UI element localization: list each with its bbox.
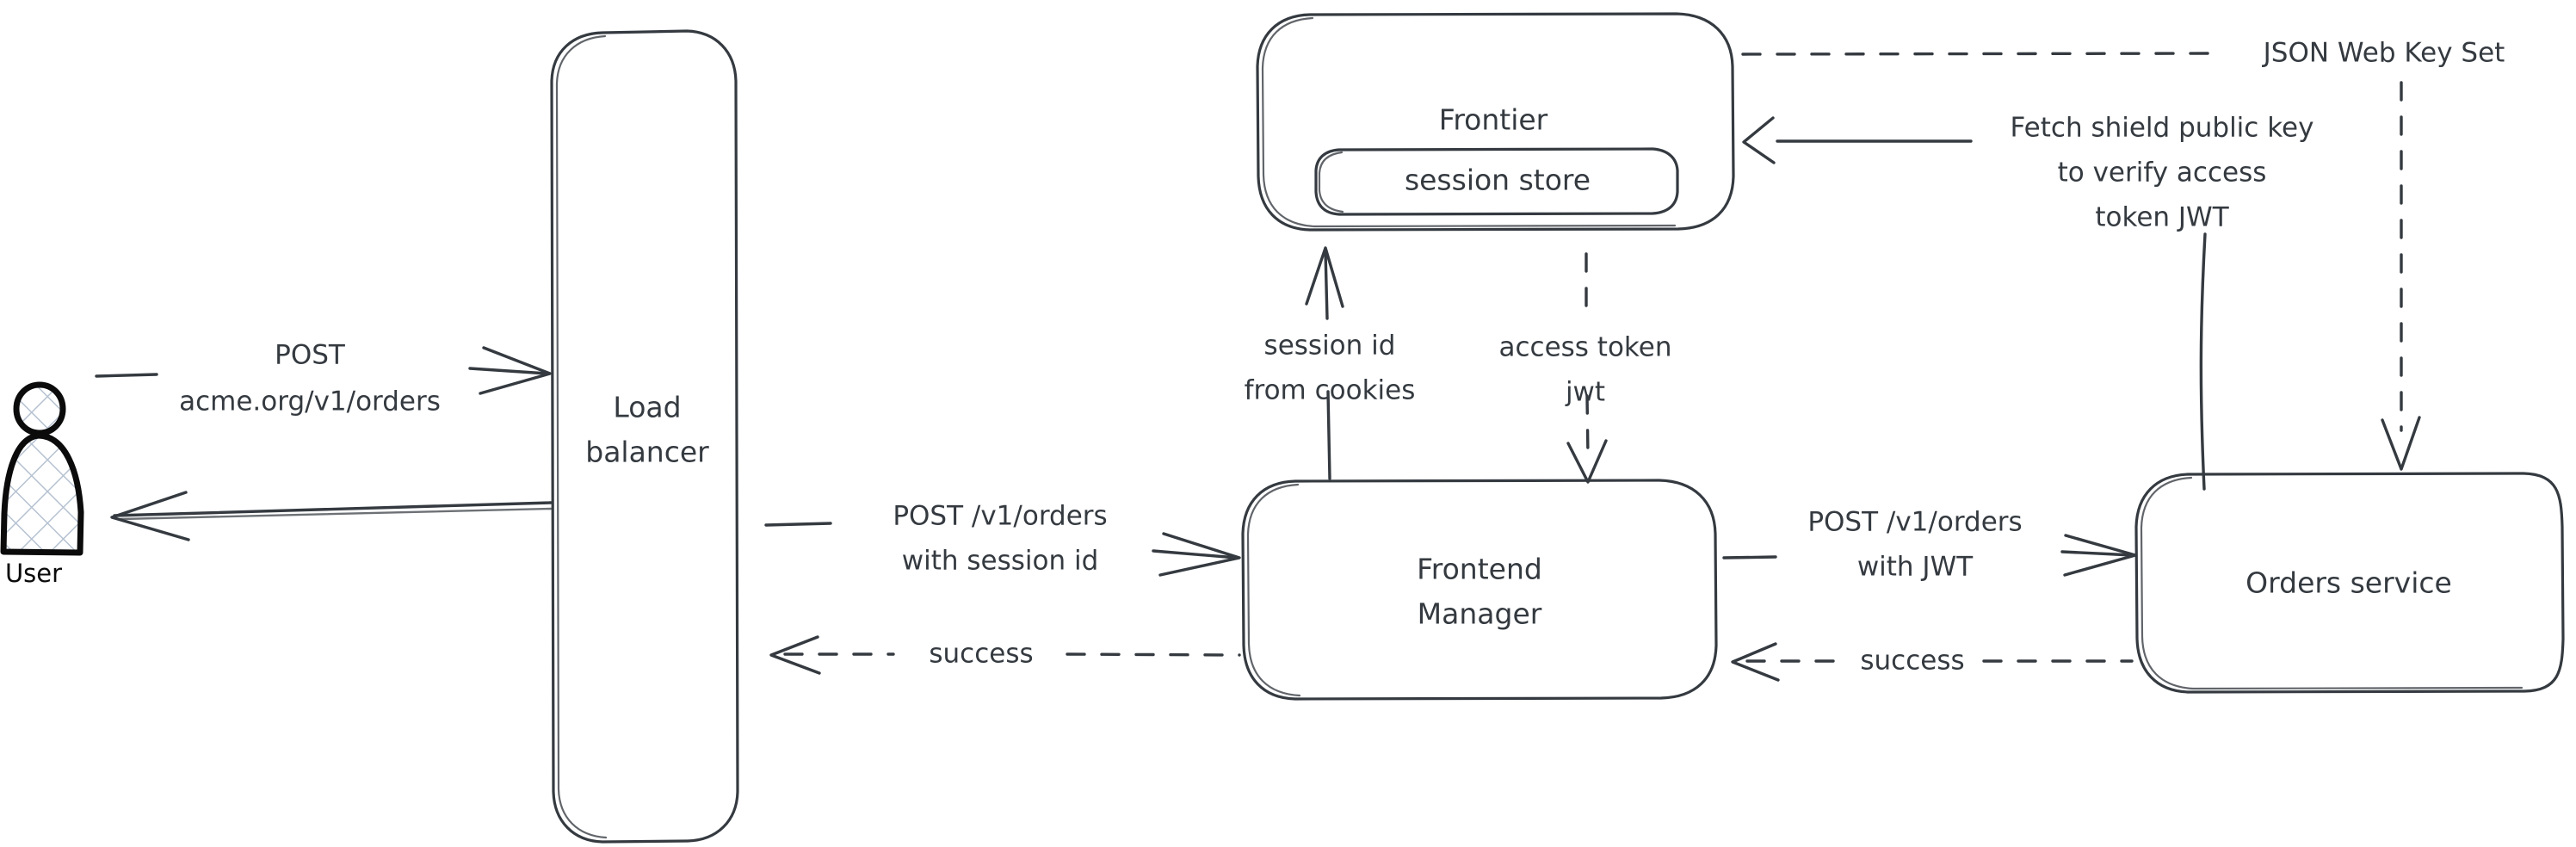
lb-to-fm-label-line2: with session id: [902, 546, 1099, 577]
load-balancer-box: [550, 29, 739, 844]
orders-to-frontier-label-line1: Fetch shield public key: [2011, 113, 2314, 144]
edge-frontend-manager-to-orders: POST /v1/orders with JWT: [1722, 507, 2137, 583]
fm-to-lb-arrowhead: [769, 635, 821, 675]
fm-to-lb-label: success: [929, 639, 1033, 670]
session-store-box: [1314, 147, 1679, 216]
node-user[interactable]: User: [0, 381, 84, 588]
fm-to-orders-line-end: [2060, 550, 2134, 557]
fm-to-frontier-line-lower: [1326, 390, 1331, 480]
edge-frontend-manager-to-lb: success: [769, 635, 1241, 675]
fm-to-frontier-label-line1: session id: [1264, 331, 1396, 362]
frontier-to-fm-label-line2: jwt: [1565, 377, 1605, 408]
frontier-to-fm-dashed-lower: [1585, 394, 1590, 458]
node-session-store[interactable]: session store: [1314, 147, 1679, 216]
lb-to-fm-arrowhead: [1158, 532, 1241, 577]
frontend-manager-label-line2: Manager: [1418, 597, 1542, 631]
lb-to-user-line-sketch: [119, 507, 553, 521]
user-to-lb-label-line2: acme.org/v1/orders: [179, 386, 441, 417]
frontier-to-orders-dashed-horizontal: [1741, 52, 2215, 56]
user-to-lb-line-end: [468, 367, 549, 375]
load-balancer-box-sketch: [555, 34, 608, 839]
orders-service-label: Orders service: [2246, 566, 2452, 600]
frontier-to-orders-arrowhead: [2381, 416, 2421, 471]
frontier-to-fm-label-line1: access token: [1498, 332, 1671, 363]
orders-to-fm-label: success: [1860, 646, 1964, 677]
orders-to-fm-arrowhead: [1731, 642, 1780, 682]
edge-user-to-load-balancer: POST acme.org/v1/orders: [95, 340, 552, 417]
fm-to-orders-arrowhead: [2063, 534, 2137, 577]
frontend-manager-label-line1: Frontend: [1417, 553, 1542, 586]
fm-to-orders-label-line1: POST /v1/orders: [1807, 507, 2022, 538]
user-head-fill: [15, 386, 62, 432]
edge-load-balancer-to-user: [110, 491, 553, 541]
node-frontend-manager[interactable]: Frontend Manager: [1241, 479, 1718, 701]
load-balancer-label-line2: balancer: [585, 436, 709, 469]
edge-orders-to-frontend-manager: success: [1731, 642, 2134, 682]
fm-to-orders-label-line2: with JWT: [1857, 552, 1974, 583]
edge-orders-to-frontier: Fetch shield public key to verify access…: [1742, 113, 2314, 491]
frontend-manager-box-sketch: [1246, 483, 1301, 697]
edge-frontend-manager-to-frontier: session id from cookies: [1245, 246, 1416, 480]
edge-lb-to-frontend-manager: POST /v1/orders with session id: [764, 501, 1241, 577]
edge-frontier-to-frontend-manager: access token jwt: [1498, 252, 1672, 484]
fm-to-orders-line-stub: [1722, 555, 1777, 560]
edge-frontier-to-orders: JSON Web Key Set: [1741, 38, 2505, 471]
frontier-to-orders-label: JSON Web Key Set: [2262, 38, 2505, 69]
orders-to-frontier-label-line3: token JWT: [2095, 202, 2229, 233]
fm-to-frontier-arrowhead: [1305, 246, 1344, 308]
node-load-balancer[interactable]: Load balancer: [550, 29, 739, 844]
orders-service-box-sketch: [2140, 476, 2523, 690]
frontier-box-sketch: [1261, 16, 1677, 228]
lb-to-fm-line-end: [1152, 549, 1239, 560]
orders-to-frontier-label-line2: to verify access: [2058, 158, 2267, 189]
orders-to-frontier-line-vertical: [2199, 232, 2207, 491]
session-store-label: session store: [1405, 164, 1591, 197]
user-body-fill: [3, 438, 80, 552]
lb-to-user-arrowhead: [110, 491, 190, 541]
frontier-label: Frontier: [1439, 103, 1548, 137]
user-to-lb-label-line1: POST: [275, 340, 346, 371]
frontier-to-fm-arrowhead: [1566, 439, 1608, 484]
fm-to-frontier-label-line2: from cookies: [1245, 375, 1416, 406]
lb-to-user-line: [113, 501, 553, 517]
load-balancer-label-line1: Load: [613, 391, 681, 424]
lb-to-fm-label-line1: POST /v1/orders: [893, 501, 1107, 532]
node-frontier[interactable]: Frontier session store: [1256, 12, 1735, 232]
orders-service-box: [2134, 472, 2565, 694]
fm-to-frontier-line-upper: [1324, 250, 1329, 320]
frontier-box: [1256, 12, 1735, 232]
lb-to-fm-line-stub: [764, 522, 832, 527]
node-orders-service[interactable]: Orders service: [2134, 472, 2565, 694]
user-to-lb-line-stub: [95, 373, 158, 378]
user-body-icon: [0, 432, 84, 556]
orders-to-frontier-arrowhead: [1742, 116, 1776, 164]
user-to-lb-arrowhead: [479, 346, 552, 395]
session-store-box-sketch: [1318, 151, 1344, 213]
user-label: User: [5, 559, 62, 588]
fm-to-lb-dashed-right: [1066, 652, 1241, 657]
frontend-manager-box: [1241, 479, 1718, 701]
